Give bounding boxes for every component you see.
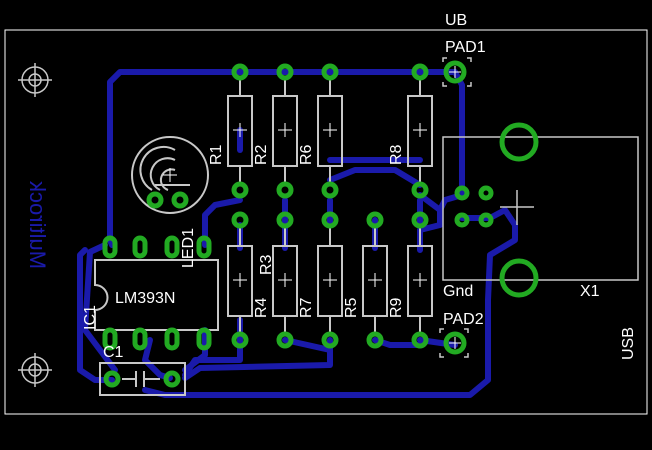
resistor-label-r6: R6	[298, 144, 315, 165]
mounting-hole-bottom	[18, 353, 52, 387]
gnd-label: Gnd	[443, 283, 473, 300]
resistor-label-r4: R4	[253, 297, 270, 318]
resistor-label-r9: R9	[388, 297, 405, 318]
vias	[103, 60, 539, 388]
mirrored-copper-text: Multirock	[25, 180, 50, 269]
board-title: UB	[445, 12, 467, 29]
resistor-label-r7: R7	[298, 297, 315, 318]
resistor-label-r8: R8	[388, 144, 405, 165]
ic-outline	[94, 259, 219, 331]
resistor-label-r5: R5	[343, 297, 360, 318]
pad2-label: PAD2	[443, 311, 484, 328]
resistor-bodies	[227, 80, 433, 335]
crosshair-marks	[163, 66, 461, 349]
resistor-label-r2: R2	[253, 144, 270, 165]
board-outline	[4, 29, 648, 415]
usb-caption: USB	[620, 327, 637, 360]
pad-markers	[439, 57, 472, 358]
capacitor-outline	[99, 362, 186, 396]
ic-pins	[102, 235, 212, 351]
led-label: LED1	[180, 228, 197, 268]
connector-label: X1	[580, 283, 600, 300]
ic-ref-label: IC1	[82, 305, 99, 330]
ic-value-label: LM393N	[115, 290, 175, 307]
pad1-label: PAD1	[445, 39, 486, 56]
usb-connector-outline	[442, 136, 639, 281]
resistor-label-r1: R1	[208, 144, 225, 165]
mounting-hole-top	[18, 63, 52, 97]
resistor-label-r3: R3	[258, 254, 275, 275]
capacitor-label: C1	[103, 344, 124, 361]
led-outline	[131, 136, 209, 214]
